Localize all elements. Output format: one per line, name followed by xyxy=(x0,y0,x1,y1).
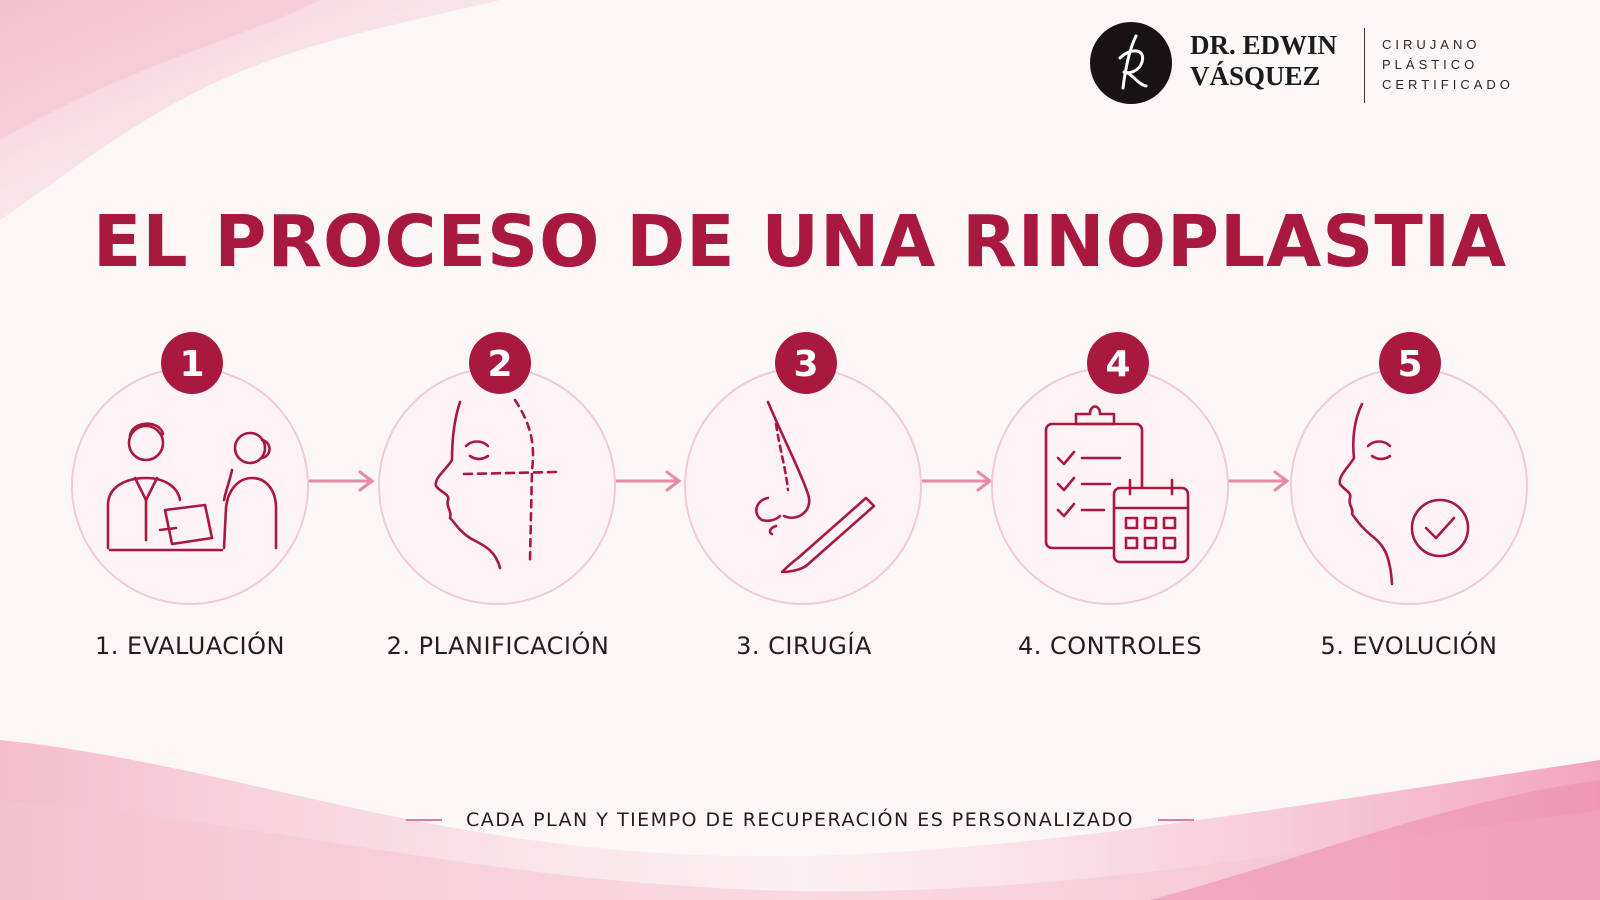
connector-arrow-2-3 xyxy=(615,470,682,492)
step-number-badge-1: 1 xyxy=(161,332,223,394)
step-number-badge-2: 2 xyxy=(469,332,531,394)
footer-line-left xyxy=(405,819,442,821)
step-circle-4 xyxy=(991,367,1229,605)
connector-arrow-1-2 xyxy=(308,470,375,492)
step-number-badge-3: 3 xyxy=(775,332,837,394)
step-number-badge-5: 5 xyxy=(1379,332,1441,394)
brand-logo xyxy=(1090,22,1172,104)
step-circle-1 xyxy=(71,367,309,605)
step-number-5: 5 xyxy=(1397,344,1422,385)
step-label-5: 5. EVOLUCIÓN xyxy=(1320,632,1498,660)
brand-name: DR. EDWIN VÁSQUEZ xyxy=(1190,30,1337,92)
brand-divider xyxy=(1364,28,1365,103)
brand-name-line1: DR. EDWIN xyxy=(1190,30,1338,60)
footer-text: CADA PLAN Y TIEMPO DE RECUPERACIÓN ES PE… xyxy=(465,809,1134,831)
nose-scalpel-icon xyxy=(755,400,876,574)
footer: CADA PLAN Y TIEMPO DE RECUPERACIÓN ES PE… xyxy=(0,808,1600,831)
brand-tagline: CIRUJANO PLÁSTICO CERTIFICADO xyxy=(1382,35,1514,95)
brand-tagline-line1: CIRUJANO xyxy=(1382,37,1481,52)
step-number-3: 3 xyxy=(793,344,818,385)
step-number-2: 2 xyxy=(487,344,512,385)
footer-row: CADA PLAN Y TIEMPO DE RECUPERACIÓN ES PE… xyxy=(405,809,1194,831)
connector-arrow-4-5 xyxy=(1227,470,1290,492)
step-label-2: 2. PLANIFICACIÓN xyxy=(386,632,610,660)
step-number-badge-4: 4 xyxy=(1087,332,1149,394)
step-circle-2 xyxy=(378,367,616,605)
clipboard-calendar-icon xyxy=(1044,405,1190,564)
page-title: EL PROCESO DE UNA RINOPLASTIA xyxy=(92,200,1508,283)
brand-header: DR. EDWIN VÁSQUEZ CIRUJANO PLÁSTICO CERT… xyxy=(1090,20,1530,112)
face-profile-planning-icon xyxy=(434,398,558,570)
brand-tagline-line3: CERTIFICADO xyxy=(1382,77,1514,92)
step-number-4: 4 xyxy=(1105,344,1130,385)
face-profile-check-icon xyxy=(1338,402,1470,586)
signature-monogram-icon xyxy=(1118,34,1148,90)
step-label-4: 4. CONTROLES xyxy=(1017,632,1203,660)
footer-line-right xyxy=(1158,819,1194,821)
brand-name-line2: VÁSQUEZ xyxy=(1190,61,1321,91)
step-number-1: 1 xyxy=(179,344,204,385)
brand-tagline-line2: PLÁSTICO xyxy=(1382,57,1479,72)
connector-arrow-3-4 xyxy=(921,470,993,492)
step-label-1: 1. EVALUACIÓN xyxy=(95,632,285,660)
step-label-3: 3. CIRUGÍA xyxy=(736,632,872,660)
doctor-patient-consultation-icon xyxy=(106,422,278,552)
step-circle-5 xyxy=(1290,367,1528,605)
